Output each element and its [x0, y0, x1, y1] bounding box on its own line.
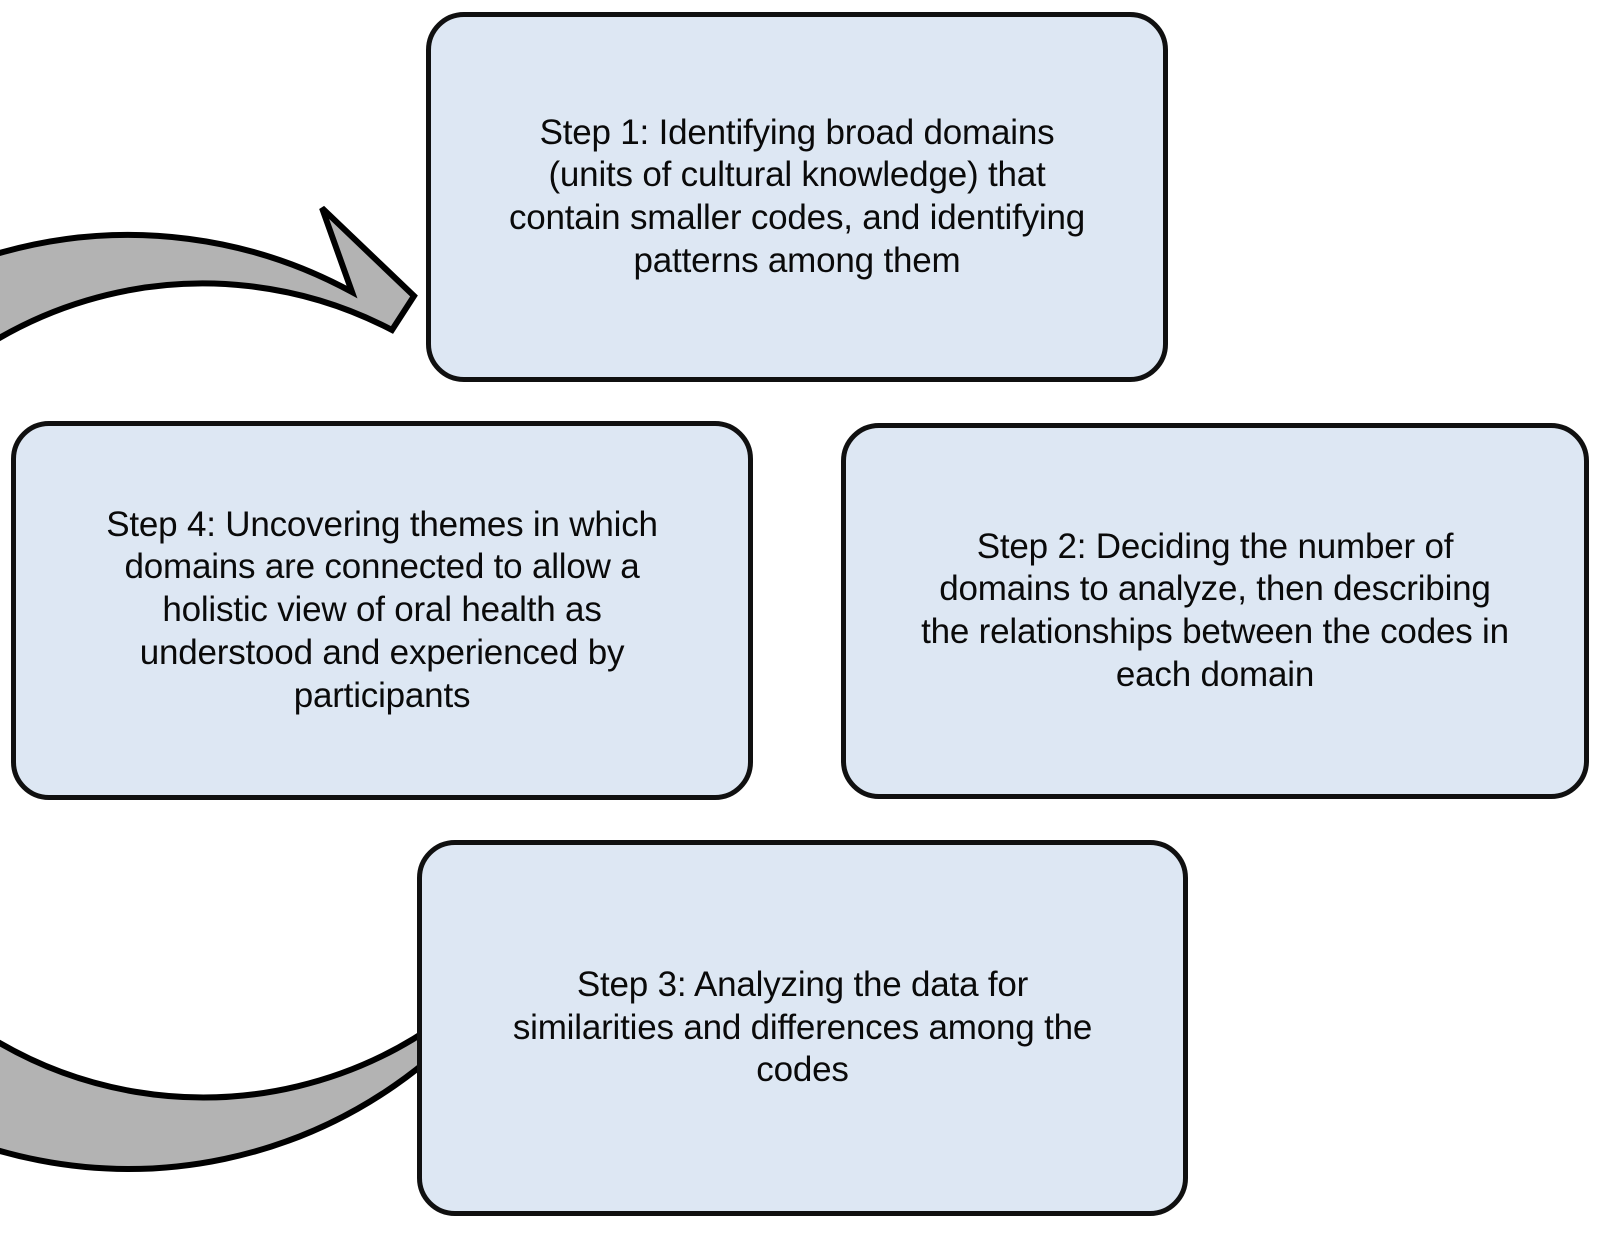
cycle-arrow-band [0, 205, 550, 1172]
step-box-2[interactable]: Step 2: Deciding the number of domains t… [841, 423, 1589, 799]
step-4-text: Step 4: Uncovering themes in which domai… [106, 504, 658, 715]
step-box-3[interactable]: Step 3: Analyzing the data for similarit… [417, 840, 1188, 1216]
step-box-1[interactable]: Step 1: Identifying broad domains (units… [426, 12, 1168, 382]
step-3-text: Step 3: Analyzing the data for similarit… [512, 964, 1093, 1090]
step-box-4[interactable]: Step 4: Uncovering themes in which domai… [11, 421, 753, 800]
step-1-text: Step 1: Identifying broad domains (units… [508, 112, 1086, 280]
step-2-text: Step 2: Deciding the number of domains t… [921, 526, 1509, 694]
cycle-band [0, 205, 550, 1172]
